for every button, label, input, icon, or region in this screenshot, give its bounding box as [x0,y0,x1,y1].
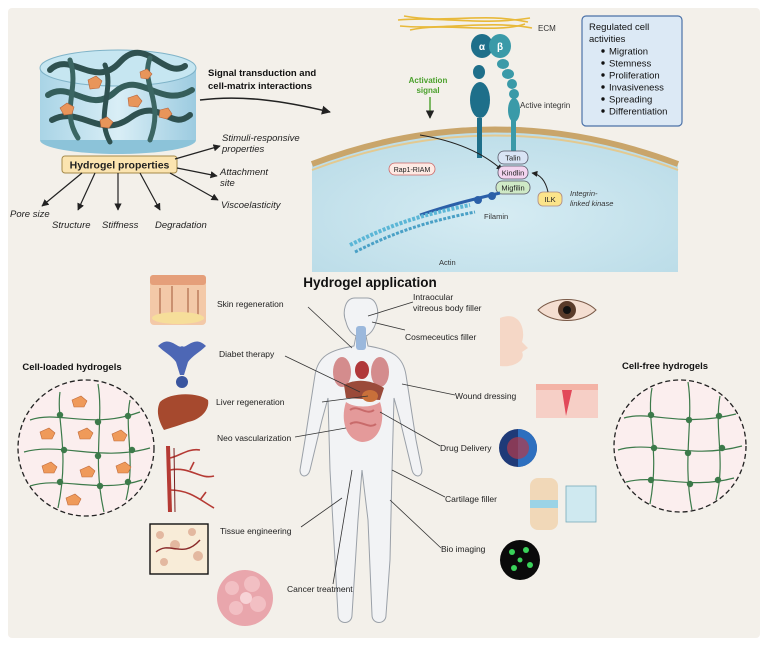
cell-free-title: Cell-free hydrogels [622,361,708,372]
regulated-item-spreading: Spreading [609,95,652,106]
cartilage-filler-label: Cartilage filler [445,494,497,504]
hydrogel-scaffold-illustration [39,49,197,154]
wound-dressing-label: Wound dressing [455,391,517,401]
ilk-description: Integrin- [570,189,598,198]
intraocular-label-2: vitreous body filler [413,303,482,313]
rap1-riam-node [388,162,436,176]
integrin-molecule: α β [470,34,520,158]
right-pointer-lines [367,301,456,549]
regulated-title-2: activities [589,34,626,45]
ilk-description-2: linked kinase [570,199,613,208]
attachment-site-label: Attachment [219,167,268,178]
vasculature-icon [166,445,215,513]
list-bullet [601,109,605,113]
ilk-arrow [531,170,549,193]
integrin-panel [310,126,680,272]
property-arrows [41,144,221,211]
structure-label: Structure [52,220,91,231]
regulated-item-migration: Migration [609,47,648,58]
regulated-title-1: Regulated cell [589,22,649,33]
regulated-item-differentiation: Differentiation [609,107,667,118]
skin-regeneration-label: Skin regeneration [217,299,284,309]
cell-free-network [613,379,747,513]
regulated-list: Migration Stemness Proliferation Invasiv… [601,47,667,118]
actin-label: Actin [439,258,456,267]
wound-icon [536,384,598,418]
migfilin-node [495,180,531,195]
stimuli-responsive-label-2: properties [221,144,264,155]
attachment-site-label-2: site [220,178,235,189]
rap1-riam-label: Rap1-RIAM [394,167,431,174]
regulated-item-stemness: Stemness [609,59,651,70]
left-pointer-lines [284,306,369,585]
ilk-node [537,191,563,207]
regulated-item-invasiveness: Invasiveness [609,83,664,94]
ecm-label: ECM [538,24,556,33]
degradation-label: Degradation [155,220,207,231]
talin-node [497,150,529,165]
tissue-engineering-label: Tissue engineering [220,526,292,536]
stiffness-label: Stiffness [102,220,139,231]
list-bullet [601,97,605,101]
tumor-icon [217,570,273,626]
filamin-actin [349,191,501,254]
activation-signal-label-2: signal [416,86,439,95]
kindlin-node [497,165,529,180]
stimuli-responsive-label: Stimuli-responsive [222,133,300,144]
signal-title-2: cell-matrix interactions [208,81,312,92]
talin-label: Talin [505,154,520,163]
list-bullet [601,85,605,89]
ilk-label: ILK [544,195,555,204]
tissue-engineering-icon [149,523,209,575]
alpha-subunit-label: α [479,42,486,53]
list-bullet [601,73,605,77]
viscoelasticity-label: Viscoelasticity [221,200,282,211]
hydrogel-properties-label: Hydrogel properties [70,160,170,172]
signal-title-1: Signal transduction and [208,68,316,79]
migfilin-label: Migfilin [501,184,524,193]
intraocular-label: Intraocular [413,292,453,302]
regulated-activities-box [581,15,683,127]
pore-size-label: Pore size [10,209,50,220]
signal-arrow [199,97,331,115]
neo-vascularization-label: Neo vascularization [217,433,291,443]
ecm-fibers [397,15,533,31]
skin-icon [150,275,206,325]
pancreas-icon [158,341,206,388]
diabet-therapy-label: Diabet therapy [219,349,275,359]
rap1-arrow [419,134,503,171]
bio-imaging-label: Bio imaging [441,544,486,554]
cartilage-icon [530,478,597,530]
application-title: Hydrogel application [303,275,437,290]
cell-membrane [310,126,680,167]
face-icon [500,316,528,367]
human-body-illustration [299,297,423,623]
liver-regeneration-label: Liver regeneration [216,397,285,407]
cell-loaded-network [17,379,155,517]
list-bullet [601,49,605,53]
bio-imaging-icon [500,540,540,580]
beta-subunit-label: β [497,42,503,53]
filamin-label: Filamin [484,212,508,221]
list-bullet [601,61,605,65]
activation-signal-label: Activation [409,76,448,85]
regulated-item-proliferation: Proliferation [609,71,660,82]
active-integrin-label: Active integrin [520,101,570,110]
cell-loaded-title: Cell-loaded hydrogels [22,362,121,373]
cosmeceutics-label: Cosmeceutics filler [405,332,476,342]
eye-icon [537,299,597,321]
cancer-treatment-label: Cancer treatment [287,584,353,594]
drug-delivery-label: Drug Delivery [440,443,492,453]
hydrogel-properties-box [61,155,178,174]
kindlin-label: Kindlin [502,169,525,178]
drug-delivery-icon [499,429,537,467]
liver-icon [157,394,209,430]
